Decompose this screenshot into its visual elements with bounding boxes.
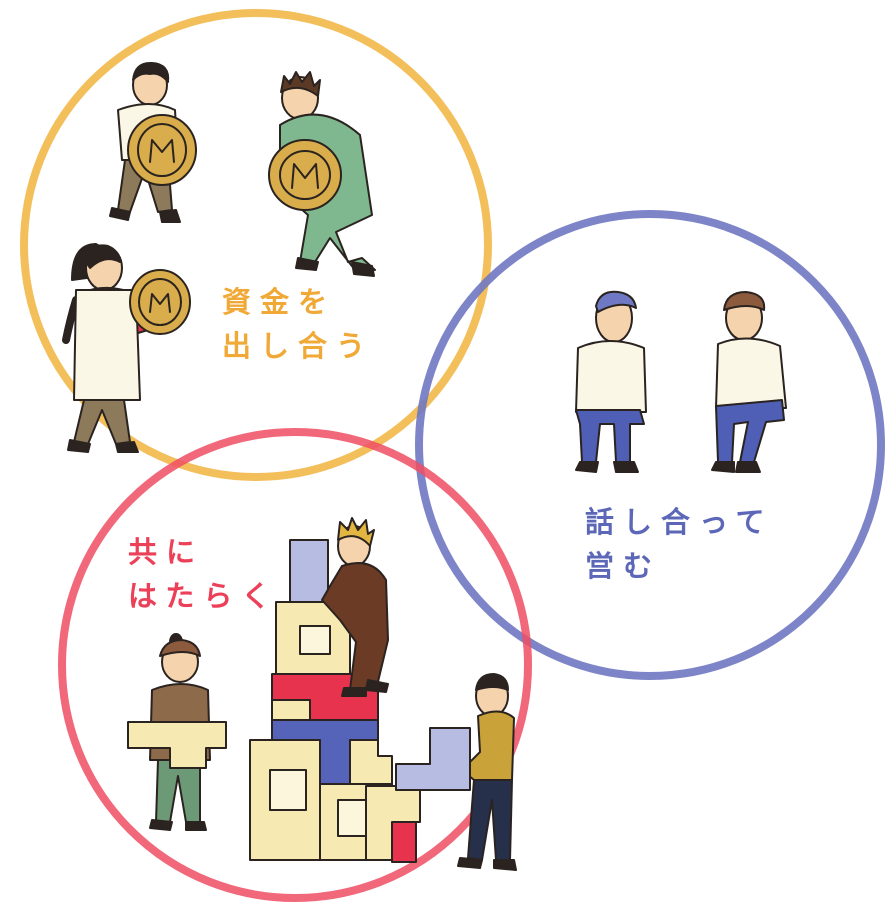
man-with-block-figure (395, 673, 517, 871)
man-holding-coin-figure (109, 61, 197, 223)
talk-circle-label: 話し合って 営む (585, 500, 774, 588)
talk-label-line-2: 営む (585, 549, 662, 583)
woman-with-block-figure (127, 633, 227, 831)
work-circle (58, 428, 532, 902)
climbing-man-figure (321, 517, 389, 697)
seated-man-blue-hair-figure (575, 290, 647, 473)
woman-in-apron-with-coin-figure (62, 243, 191, 453)
funds-label-line-2: 出し合う (222, 329, 375, 363)
funds-circle-label: 資金を 出し合う (222, 280, 374, 368)
funds-label-line-1: 資金を (222, 285, 337, 319)
work-circle-label: 共に はたらく (128, 530, 279, 618)
block-tower-figure (249, 539, 421, 863)
talk-label-line-1: 話し合って (585, 505, 774, 539)
seated-man-brown-hair-figure (711, 291, 787, 473)
talk-circle (415, 210, 885, 680)
work-label-line-2: はたらく (128, 579, 280, 613)
work-label-line-1: 共に (128, 535, 205, 569)
man-in-green-with-coin-figure (268, 71, 376, 277)
funds-circle (20, 9, 492, 481)
